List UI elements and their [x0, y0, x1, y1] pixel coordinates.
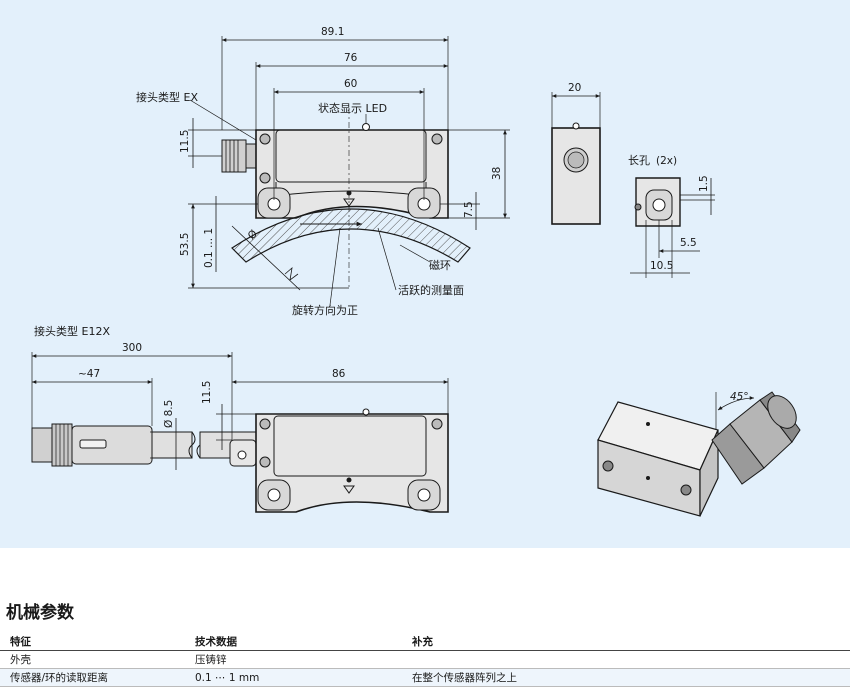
dim-53-5: 53.5: [179, 233, 191, 256]
dimension-lines-top: [188, 36, 510, 306]
dim-86: 86: [332, 368, 346, 380]
dim-89-1: 89.1: [321, 26, 344, 38]
sensor-isometric-view: [597, 391, 801, 517]
active-surface-label: 活跃的测量面: [398, 283, 464, 297]
table-cell: 压铸锌: [195, 650, 412, 669]
table-cell: 外壳: [0, 650, 195, 669]
dim-60: 60: [344, 78, 357, 90]
dim-1-5: 1.5: [698, 175, 710, 192]
rotation-label: 旋转方向为正: [292, 303, 358, 317]
dim-20: 20: [568, 82, 581, 94]
dimension-drawing-svg: 接头类型 EX 状态显示 LED 长孔 (2x) 磁环 活跃的测量面 旋转方向为…: [31, 26, 801, 517]
table-cell: 传感器/环的读取距离: [0, 668, 195, 687]
connector-ex-label: 接头类型 EX: [136, 90, 198, 104]
technical-drawing: 接头类型 EX 状态显示 LED 长孔 (2x) 磁环 活跃的测量面 旋转方向为…: [0, 0, 850, 548]
slot-count-label: (2x): [656, 155, 677, 167]
slot-label: 长孔: [628, 154, 650, 167]
sensor-end-view: [551, 92, 601, 225]
angle-label: 45°: [730, 391, 749, 403]
column-header-feature: 特征: [0, 633, 195, 651]
table-row: 外壳 压铸锌: [0, 650, 850, 669]
connector-e12x-label: 接头类型 E12X: [34, 324, 110, 338]
column-header-supplement: 补充: [412, 633, 850, 651]
status-led-label: 状态显示 LED: [318, 101, 387, 115]
dimension-lines-bottom: [31, 352, 449, 470]
table-cell: [412, 650, 850, 669]
column-header-technical-data: 技术数据: [195, 633, 412, 651]
dim-300: 300: [122, 342, 142, 354]
table-cell: 在整个传感器阵列之上: [412, 668, 850, 687]
dim-11-5-bottom: 11.5: [201, 381, 213, 404]
dim-gap: 0.1 ... 1: [203, 228, 215, 268]
dim-47: ~47: [78, 368, 100, 380]
dim-11-5: 11.5: [179, 130, 191, 153]
sensor-e12x-view: [31, 408, 449, 513]
slot-detail-view: [630, 177, 715, 278]
dim-76: 76: [344, 52, 358, 64]
dim-38: 38: [491, 167, 503, 180]
table-cell: 0.1 ⋯ 1 mm: [195, 668, 412, 687]
sensor-ex-view: [221, 108, 471, 290]
table-header-row: 特征 技术数据 补充: [0, 633, 850, 651]
dim-5-5: 5.5: [680, 237, 697, 249]
magnet-ring-label: 磁环: [429, 259, 451, 272]
mechanical-parameters-table: 特征 技术数据 补充 外壳 压铸锌 传感器/环的读取距离 0.1 ⋯ 1 mm …: [0, 633, 850, 687]
dim-10-5: 10.5: [650, 260, 673, 272]
table-row: 传感器/环的读取距离 0.1 ⋯ 1 mm 在整个传感器阵列之上: [0, 668, 850, 687]
section-title: 机械参数: [6, 603, 74, 623]
dim-phi-8-5: Ø 8.5: [163, 400, 175, 428]
dim-7-5: 7.5: [463, 201, 475, 218]
